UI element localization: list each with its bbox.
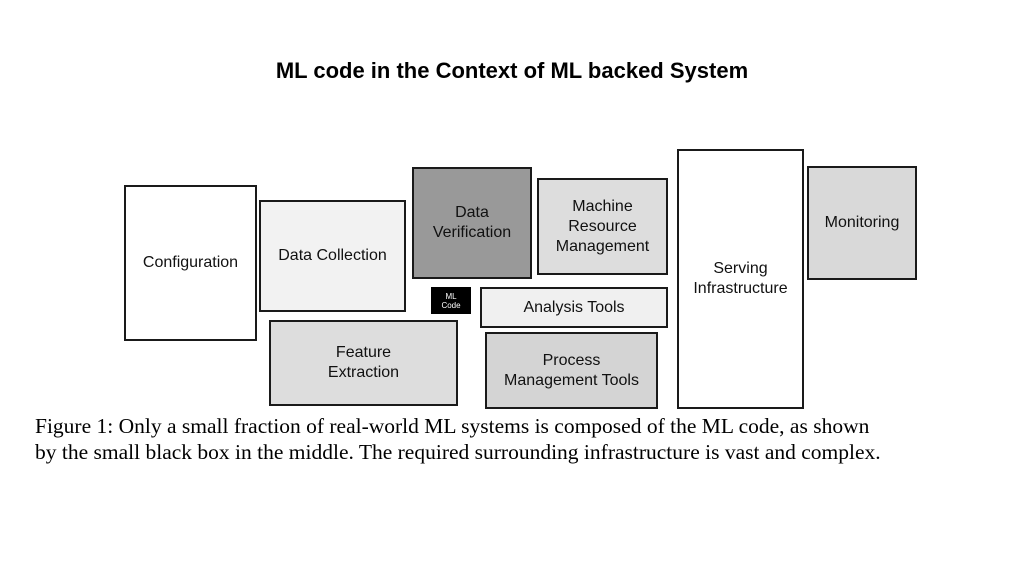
- analysis-tools-box: Analysis Tools: [480, 287, 668, 328]
- feature-extraction-label: Feature Extraction: [327, 344, 400, 381]
- configuration-box: Configuration: [124, 185, 257, 341]
- process-management-tools-label: Process Management Tools: [504, 351, 639, 389]
- machine-resource-management-box: Machine Resource Management: [537, 178, 668, 275]
- data-verification-label: Data Verification: [432, 204, 512, 241]
- process-management-tools-box: Process Management Tools: [485, 332, 658, 409]
- slide-title: ML code in the Context of ML backed Syst…: [275, 58, 749, 83]
- serving-infrastructure-label: Serving Infrastructure: [693, 260, 788, 297]
- analysis-tools-label: Analysis Tools: [523, 298, 625, 316]
- ml-code-label: ML Code: [441, 291, 461, 310]
- caption-line-2: by the small black box in the middle. Th…: [35, 440, 881, 464]
- feature-extraction-box: Feature Extraction: [269, 320, 458, 406]
- data-collection-label: Data Collection: [278, 247, 387, 264]
- ml-code-box: ML Code: [431, 287, 471, 314]
- data-collection-box: Data Collection: [259, 200, 406, 312]
- data-verification-box: Data Verification: [412, 167, 532, 279]
- monitoring-box: Monitoring: [807, 166, 917, 280]
- serving-infrastructure-box: Serving Infrastructure: [677, 149, 804, 409]
- caption-line-1: Figure 1: Only a small fraction of real-…: [35, 414, 870, 438]
- monitoring-label: Monitoring: [824, 214, 900, 231]
- configuration-label: Configuration: [142, 254, 239, 271]
- machine-resource-management-label: Machine Resource Management: [555, 197, 650, 255]
- figure-caption: Figure 1: Only a small fraction of real-…: [35, 413, 1015, 465]
